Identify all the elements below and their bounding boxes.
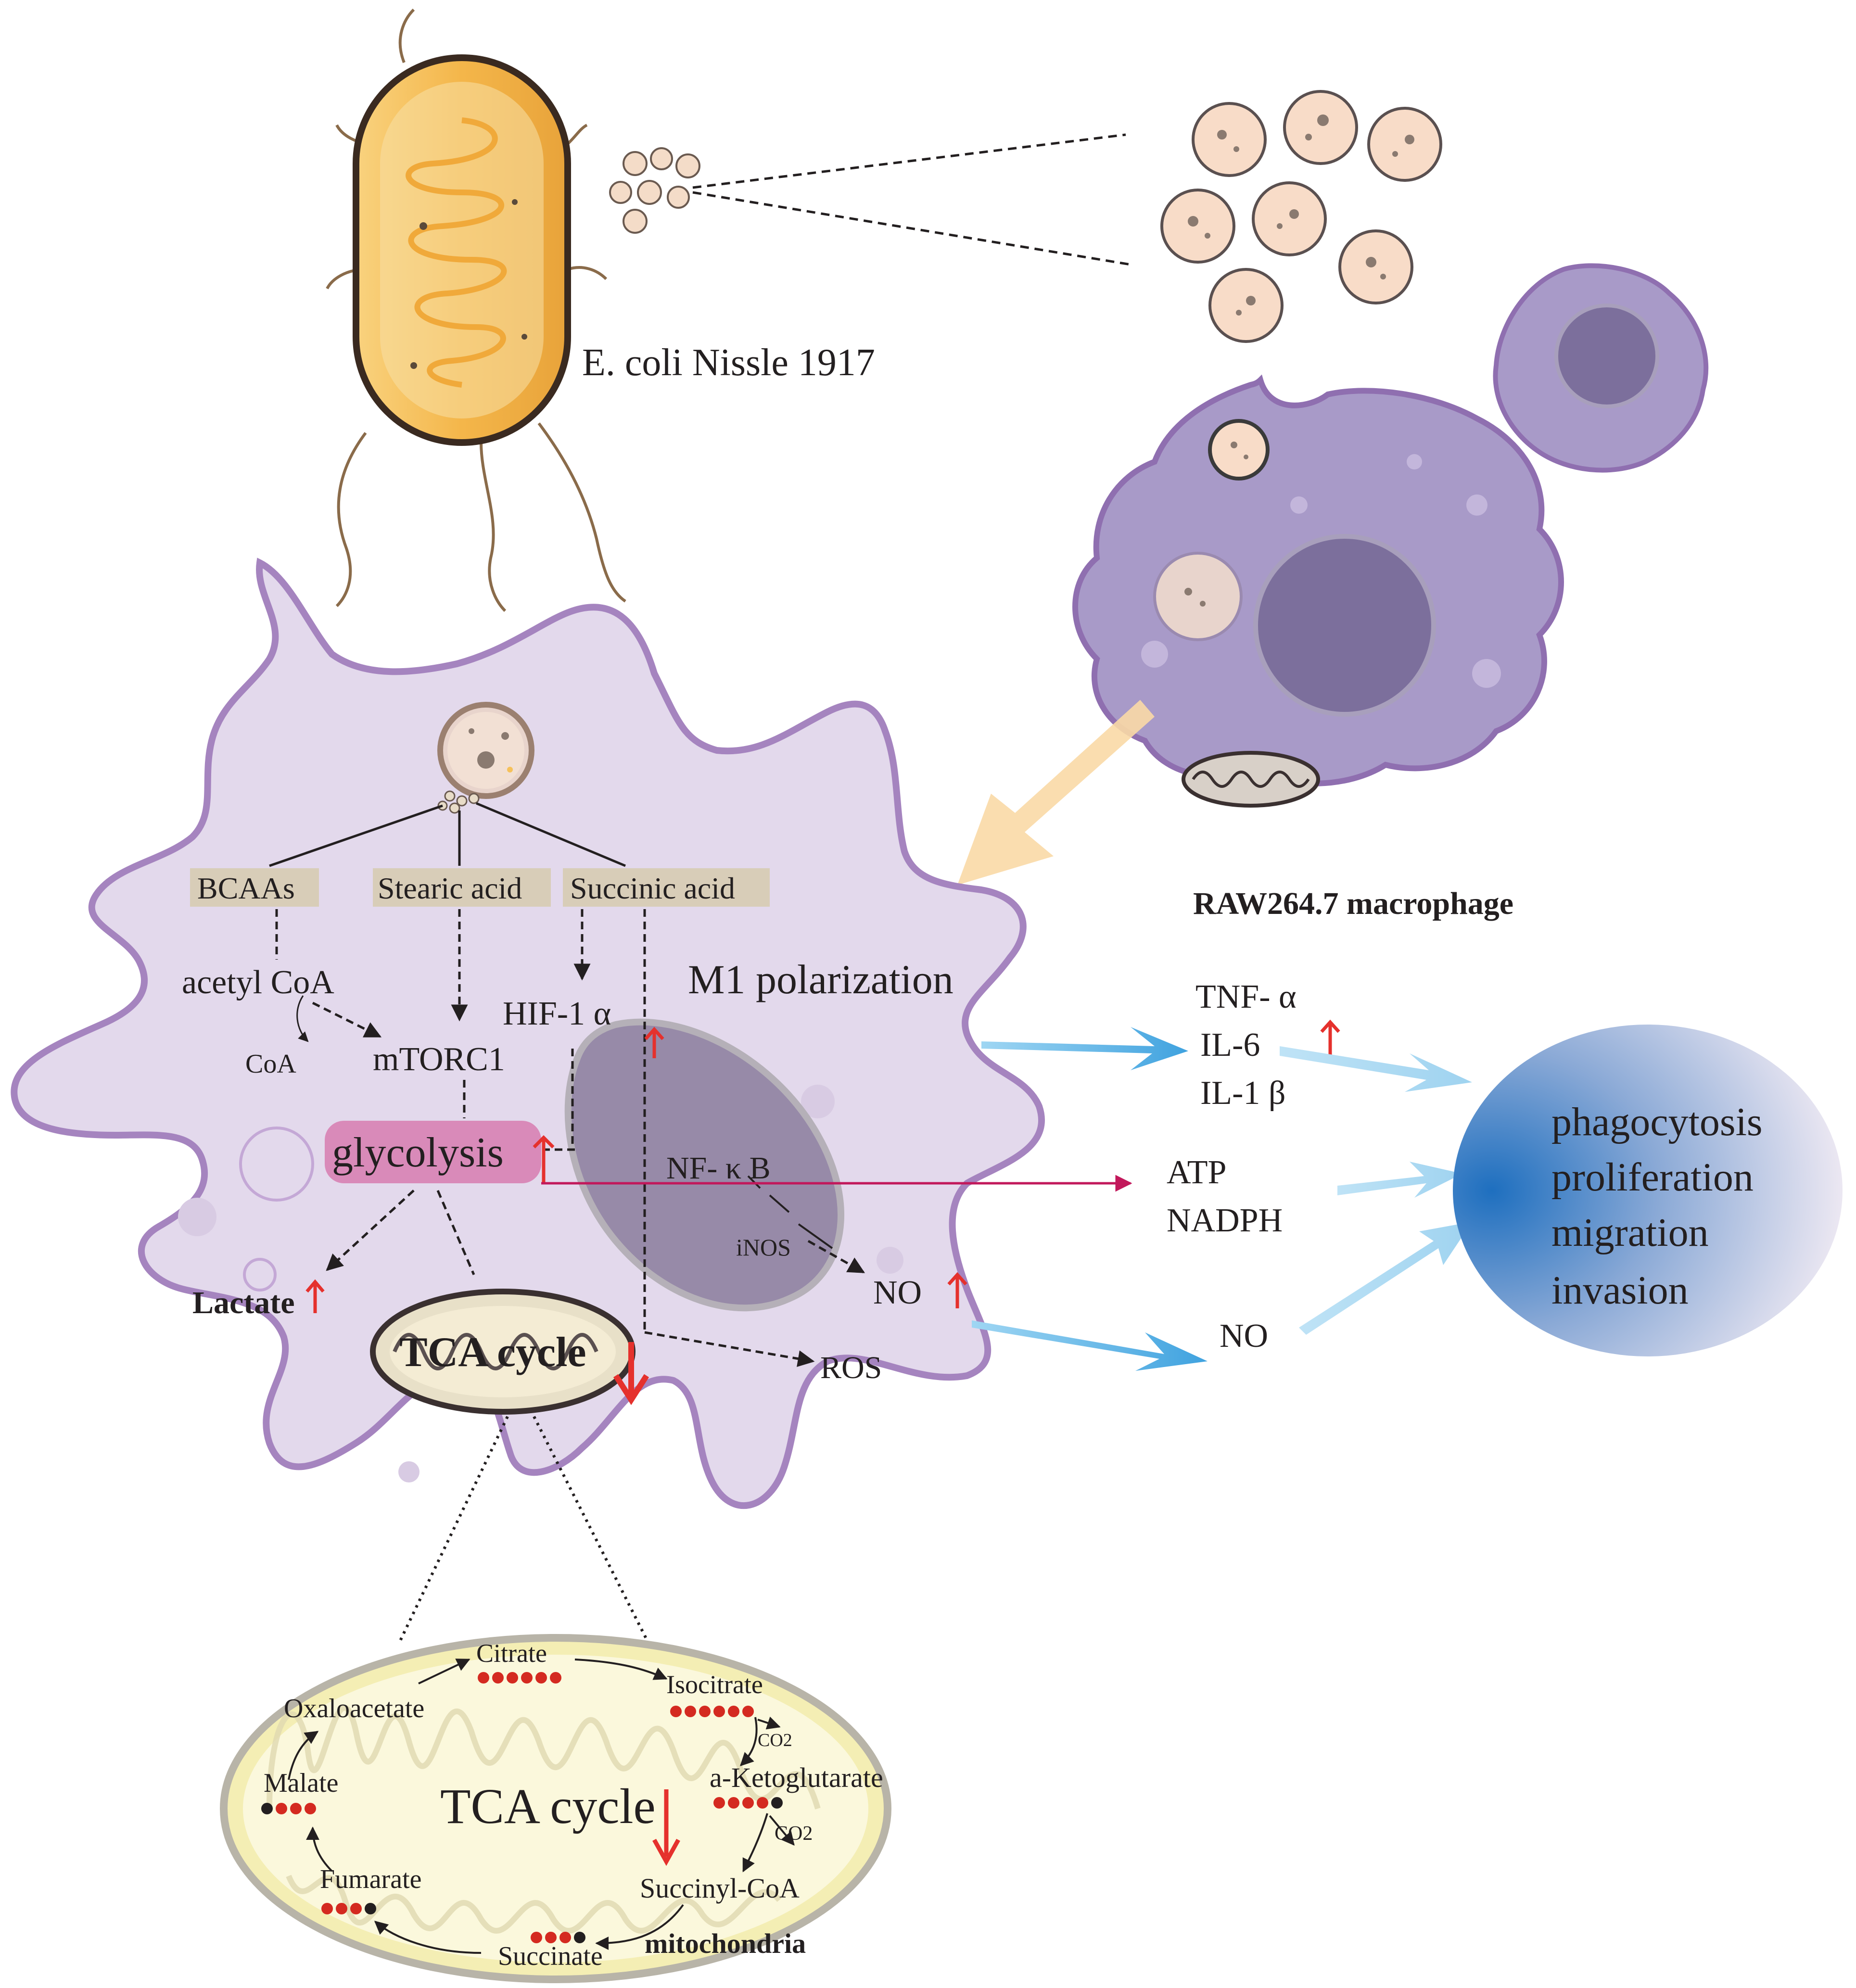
bacterium: E. coli Nissle 1917 xyxy=(326,8,875,612)
succinic-box xyxy=(563,868,770,907)
red-indicators xyxy=(305,1019,1340,1313)
il6-label: IL-6 xyxy=(1200,1026,1260,1064)
effect-phagocytosis: phagocytosis xyxy=(1551,1100,1763,1144)
glycolysis-up-arrow xyxy=(533,1135,555,1183)
bacterium-label: E. coli Nissle 1917 xyxy=(582,342,875,384)
tnf-label: TNF- α xyxy=(1195,978,1297,1015)
bcaas-box xyxy=(190,868,319,907)
co2-b-label: CO2 xyxy=(775,1823,813,1845)
raw264-label: RAW264.7 macrophage xyxy=(1193,886,1513,921)
tca-cell-label: TCA cycle xyxy=(399,1329,586,1376)
fumarate-label: Fumarate xyxy=(320,1864,421,1894)
raw264-macrophage: RAW264.7 macrophage xyxy=(1072,374,1564,921)
tca-detail-title: TCA cycle xyxy=(440,1779,656,1834)
inos-label: iNOS xyxy=(736,1234,791,1261)
acetyl-coa-label: acetyl CoA xyxy=(182,964,334,1001)
isocitrate-label: Isocitrate xyxy=(666,1670,763,1699)
no-effect-arrow xyxy=(1299,1222,1472,1335)
akg-label: a-Ketoglutarate xyxy=(710,1762,883,1793)
tca-zoom-right xyxy=(533,1416,648,1641)
succinate-label: Succinate xyxy=(498,1941,603,1971)
nadph-label: NADPH xyxy=(1167,1202,1283,1239)
cytokine-arrow xyxy=(981,1027,1188,1070)
bcaas-label: BCAAs xyxy=(197,871,295,905)
stearic-label: Stearic acid xyxy=(378,871,522,905)
no-cell-label: NO xyxy=(873,1274,922,1311)
large-vesicles xyxy=(1160,90,1442,343)
m1-label: M1 polarization xyxy=(688,956,953,1002)
succinic-label: Succinic acid xyxy=(570,871,735,905)
succinyl-label: Succinyl-CoA xyxy=(640,1873,800,1904)
coa-branch xyxy=(296,995,309,1042)
output-arrows xyxy=(972,1027,1472,1371)
lactate-label: Lactate xyxy=(192,1285,295,1320)
co2-a-label: CO2 xyxy=(758,1730,792,1750)
atp-label: ATP xyxy=(1167,1154,1226,1191)
bacterium-nucleoid xyxy=(406,117,507,388)
effect-migration: migration xyxy=(1551,1210,1709,1255)
vesicle-branches xyxy=(269,802,626,867)
tca-detail: TCA cycle Citrate Isocitrate CO2 a-Ketog… xyxy=(220,1634,891,1983)
no-cell-up-arrow xyxy=(947,1272,967,1308)
small-vesicles xyxy=(609,147,700,234)
lactate-up-arrow xyxy=(305,1279,325,1313)
internalized-vesicle xyxy=(437,702,534,814)
cell-organelles xyxy=(178,1085,903,1482)
tca-detail-down-arrow xyxy=(652,1789,680,1866)
macrophage-satellite xyxy=(1493,263,1709,473)
effect-invasion: invasion xyxy=(1551,1268,1689,1313)
mtorc1-label: mTORC1 xyxy=(373,1041,505,1078)
atp-effect-arrow xyxy=(1337,1162,1462,1198)
tca-dots xyxy=(261,1672,783,1943)
cytokine-up-arrow xyxy=(1320,1019,1340,1056)
il1-label: IL-1 β xyxy=(1200,1075,1286,1112)
zoom-line-lower xyxy=(692,191,1131,266)
tca-down-arrow xyxy=(613,1342,649,1406)
citrate-label: Citrate xyxy=(476,1639,547,1668)
nfkb-label: NF- κ B xyxy=(666,1151,771,1186)
cytokine-effect-arrow xyxy=(1280,1046,1472,1092)
zoom-line-upper xyxy=(692,133,1126,189)
glycolysis-label: glycolysis xyxy=(332,1129,504,1176)
malate-label: Malate xyxy=(264,1768,338,1798)
nucleus xyxy=(564,1018,844,1312)
tca-cycle-arrows xyxy=(288,1659,795,1954)
transition-arrow xyxy=(957,700,1155,885)
no-out-label: NO xyxy=(1220,1317,1268,1355)
mito-label: mitochondria xyxy=(645,1928,806,1959)
glycolysis-box xyxy=(325,1121,541,1183)
no-out-arrow xyxy=(972,1320,1208,1371)
hif-label: HIF-1 α xyxy=(503,995,611,1032)
stearic-box xyxy=(373,868,551,907)
oxaloacetate-label: Oxaloacetate xyxy=(284,1694,424,1723)
tca-zoom-left xyxy=(398,1416,509,1644)
effect-proliferation: proliferation xyxy=(1551,1155,1754,1200)
cell-mitochondrion: TCA cycle xyxy=(370,1289,636,1415)
pathway-arrows xyxy=(275,909,865,1367)
coa-label: CoA xyxy=(245,1049,296,1079)
effects-ellipse xyxy=(1453,1025,1843,1356)
ros-label: ROS xyxy=(820,1350,882,1385)
hif-up-arrow xyxy=(644,1026,664,1058)
metabolites: BCAAs Stearic acid Succinic acid xyxy=(190,868,770,907)
